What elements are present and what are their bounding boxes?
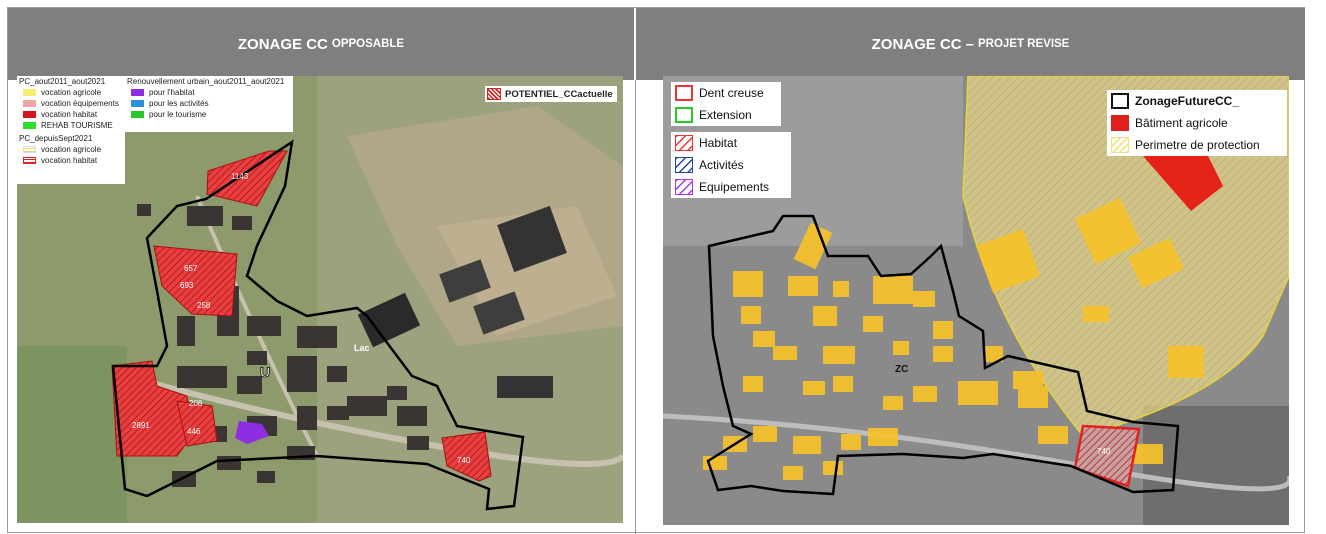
hatch-swatch-icon: [675, 179, 693, 195]
zone-zc-label: ZC: [895, 364, 908, 375]
renouvellement-habitat: [235, 421, 269, 444]
legend-item-equipements: Equipements: [671, 176, 791, 198]
legend-item: pour les activités: [125, 98, 293, 109]
outline-swatch-icon: [675, 85, 693, 101]
parcel-label-3: 693: [180, 281, 194, 290]
swatch-icon: [23, 122, 36, 129]
legend-potentiel-label: POTENTIEL_CCactuelle: [505, 88, 613, 100]
swatch-icon: [23, 89, 36, 96]
comparison-table: ZONAGE CC OPPOSABLE ZONAGE CC – PROJET R…: [7, 7, 1305, 534]
legend-zonage-future: ZonageFutureCC_ Bâtiment agricole Perime…: [1107, 90, 1287, 156]
barn-3: [473, 291, 525, 335]
swatch-icon: [131, 100, 144, 107]
swatch-icon: [131, 89, 144, 96]
hatch-swatch-icon: [23, 146, 36, 153]
legend-item-extension: Extension: [671, 104, 781, 126]
legend-potentiel: POTENTIEL_CCactuelle: [485, 86, 617, 102]
zone-u-label: U: [260, 364, 270, 380]
legend-item: vocation agricole: [17, 87, 125, 98]
legend-item: REHAB TOURISME: [17, 120, 125, 131]
parcel-label-4: 258: [197, 301, 211, 310]
legend-pc-2011-2021: PC_aout2011_aout2021 vocation agricole v…: [17, 76, 125, 184]
legend-group2-title: PC_depuisSept2021: [19, 134, 93, 143]
parcel-740-label: 740: [1097, 447, 1111, 456]
legend-renouvellement: Renouvellement urbain_aout2011_aout2021 …: [125, 76, 293, 132]
legend-item-dent-creuse: Dent creuse: [671, 82, 781, 104]
barn-2: [439, 259, 491, 303]
parcel-label-5: 2891: [132, 421, 150, 430]
lieu-label: Lac: [354, 343, 370, 353]
zone-u-boundary: [111, 139, 525, 511]
parcel-740-habitat: [1073, 424, 1141, 488]
barn-4: [357, 292, 421, 348]
buildings: [703, 197, 1204, 480]
legend-item-zonage: ZonageFutureCC_: [1107, 90, 1287, 112]
column-separator: [635, 80, 636, 534]
right-title-dash: –: [965, 35, 974, 53]
parcel-657: [153, 245, 238, 317]
parcel-label-2: 657: [184, 264, 198, 273]
hatch-swatch-icon: [1111, 137, 1129, 153]
legend-group3-title: Renouvellement urbain_aout2011_aout2021: [127, 77, 285, 86]
right-map: ZC 740 Dent creuse Extension Habitat Act…: [663, 76, 1289, 525]
road: [663, 413, 1289, 492]
parcel-label-8: 740: [457, 456, 471, 465]
solid-swatch-icon: [1111, 115, 1129, 131]
right-header: ZONAGE CC – PROJET REVISE: [636, 8, 1305, 80]
legend-item-habitat: Habitat: [671, 132, 791, 154]
hatch-swatch-icon: [487, 88, 501, 100]
parcel-label-6: 208: [189, 399, 203, 408]
swatch-icon: [131, 111, 144, 118]
parcel-446: [176, 400, 218, 447]
field-west: [17, 346, 127, 523]
legend-item-perimetre: Perimetre de protection: [1107, 134, 1287, 156]
legend-item: vocation habitat: [17, 155, 125, 166]
hatch-swatch-icon: [23, 157, 36, 164]
legend-item: vocation équipements: [17, 98, 125, 109]
legend-item: pour le tourisme: [125, 109, 293, 120]
right-title-big: ZONAGE CC: [871, 35, 962, 53]
parcel-label-7: 446: [187, 427, 201, 436]
left-map-svg: 1143 657 693 258 2891 208 446 740 U Lac: [17, 76, 623, 523]
legend-group1-title: PC_aout2011_aout2021: [19, 77, 106, 86]
left-map: 1143 657 693 258 2891 208 446 740 U Lac …: [17, 76, 623, 523]
legend-item: pour l'habitat: [125, 87, 293, 98]
parcel-labels: 1143 657 693 258 2891 208 446 740: [132, 172, 471, 465]
hatch-swatch-icon: [675, 157, 693, 173]
right-title-small: PROJET REVISE: [977, 38, 1070, 50]
outline-swatch-icon: [675, 107, 693, 123]
legend-item-batiment: Bâtiment agricole: [1107, 112, 1287, 134]
zone-zc-boundary: [706, 214, 1180, 496]
swatch-icon: [23, 100, 36, 107]
parcel-740: [441, 431, 492, 482]
legend-item: vocation habitat: [17, 109, 125, 120]
left-title-small: OPPOSABLE: [331, 38, 405, 50]
barn-1: [497, 205, 567, 273]
legend-item: vocation agricole: [17, 144, 125, 155]
left-header: ZONAGE CC OPPOSABLE: [8, 8, 635, 80]
right-map-svg: ZC 740: [663, 76, 1289, 525]
swatch-icon: [23, 111, 36, 118]
legend-vocation: Habitat Activités Equipements: [671, 132, 791, 198]
left-title-big: ZONAGE CC: [237, 35, 328, 53]
farm-building: [1143, 146, 1223, 211]
outline-swatch-icon: [1111, 93, 1129, 109]
parcel-1143: [206, 150, 288, 207]
legend-item-activites: Activités: [671, 154, 791, 176]
legend-extension: Dent creuse Extension: [671, 82, 781, 126]
hatch-swatch-icon: [675, 135, 693, 151]
barn-5: [497, 376, 553, 398]
parcel-label-1: 1143: [231, 172, 249, 181]
